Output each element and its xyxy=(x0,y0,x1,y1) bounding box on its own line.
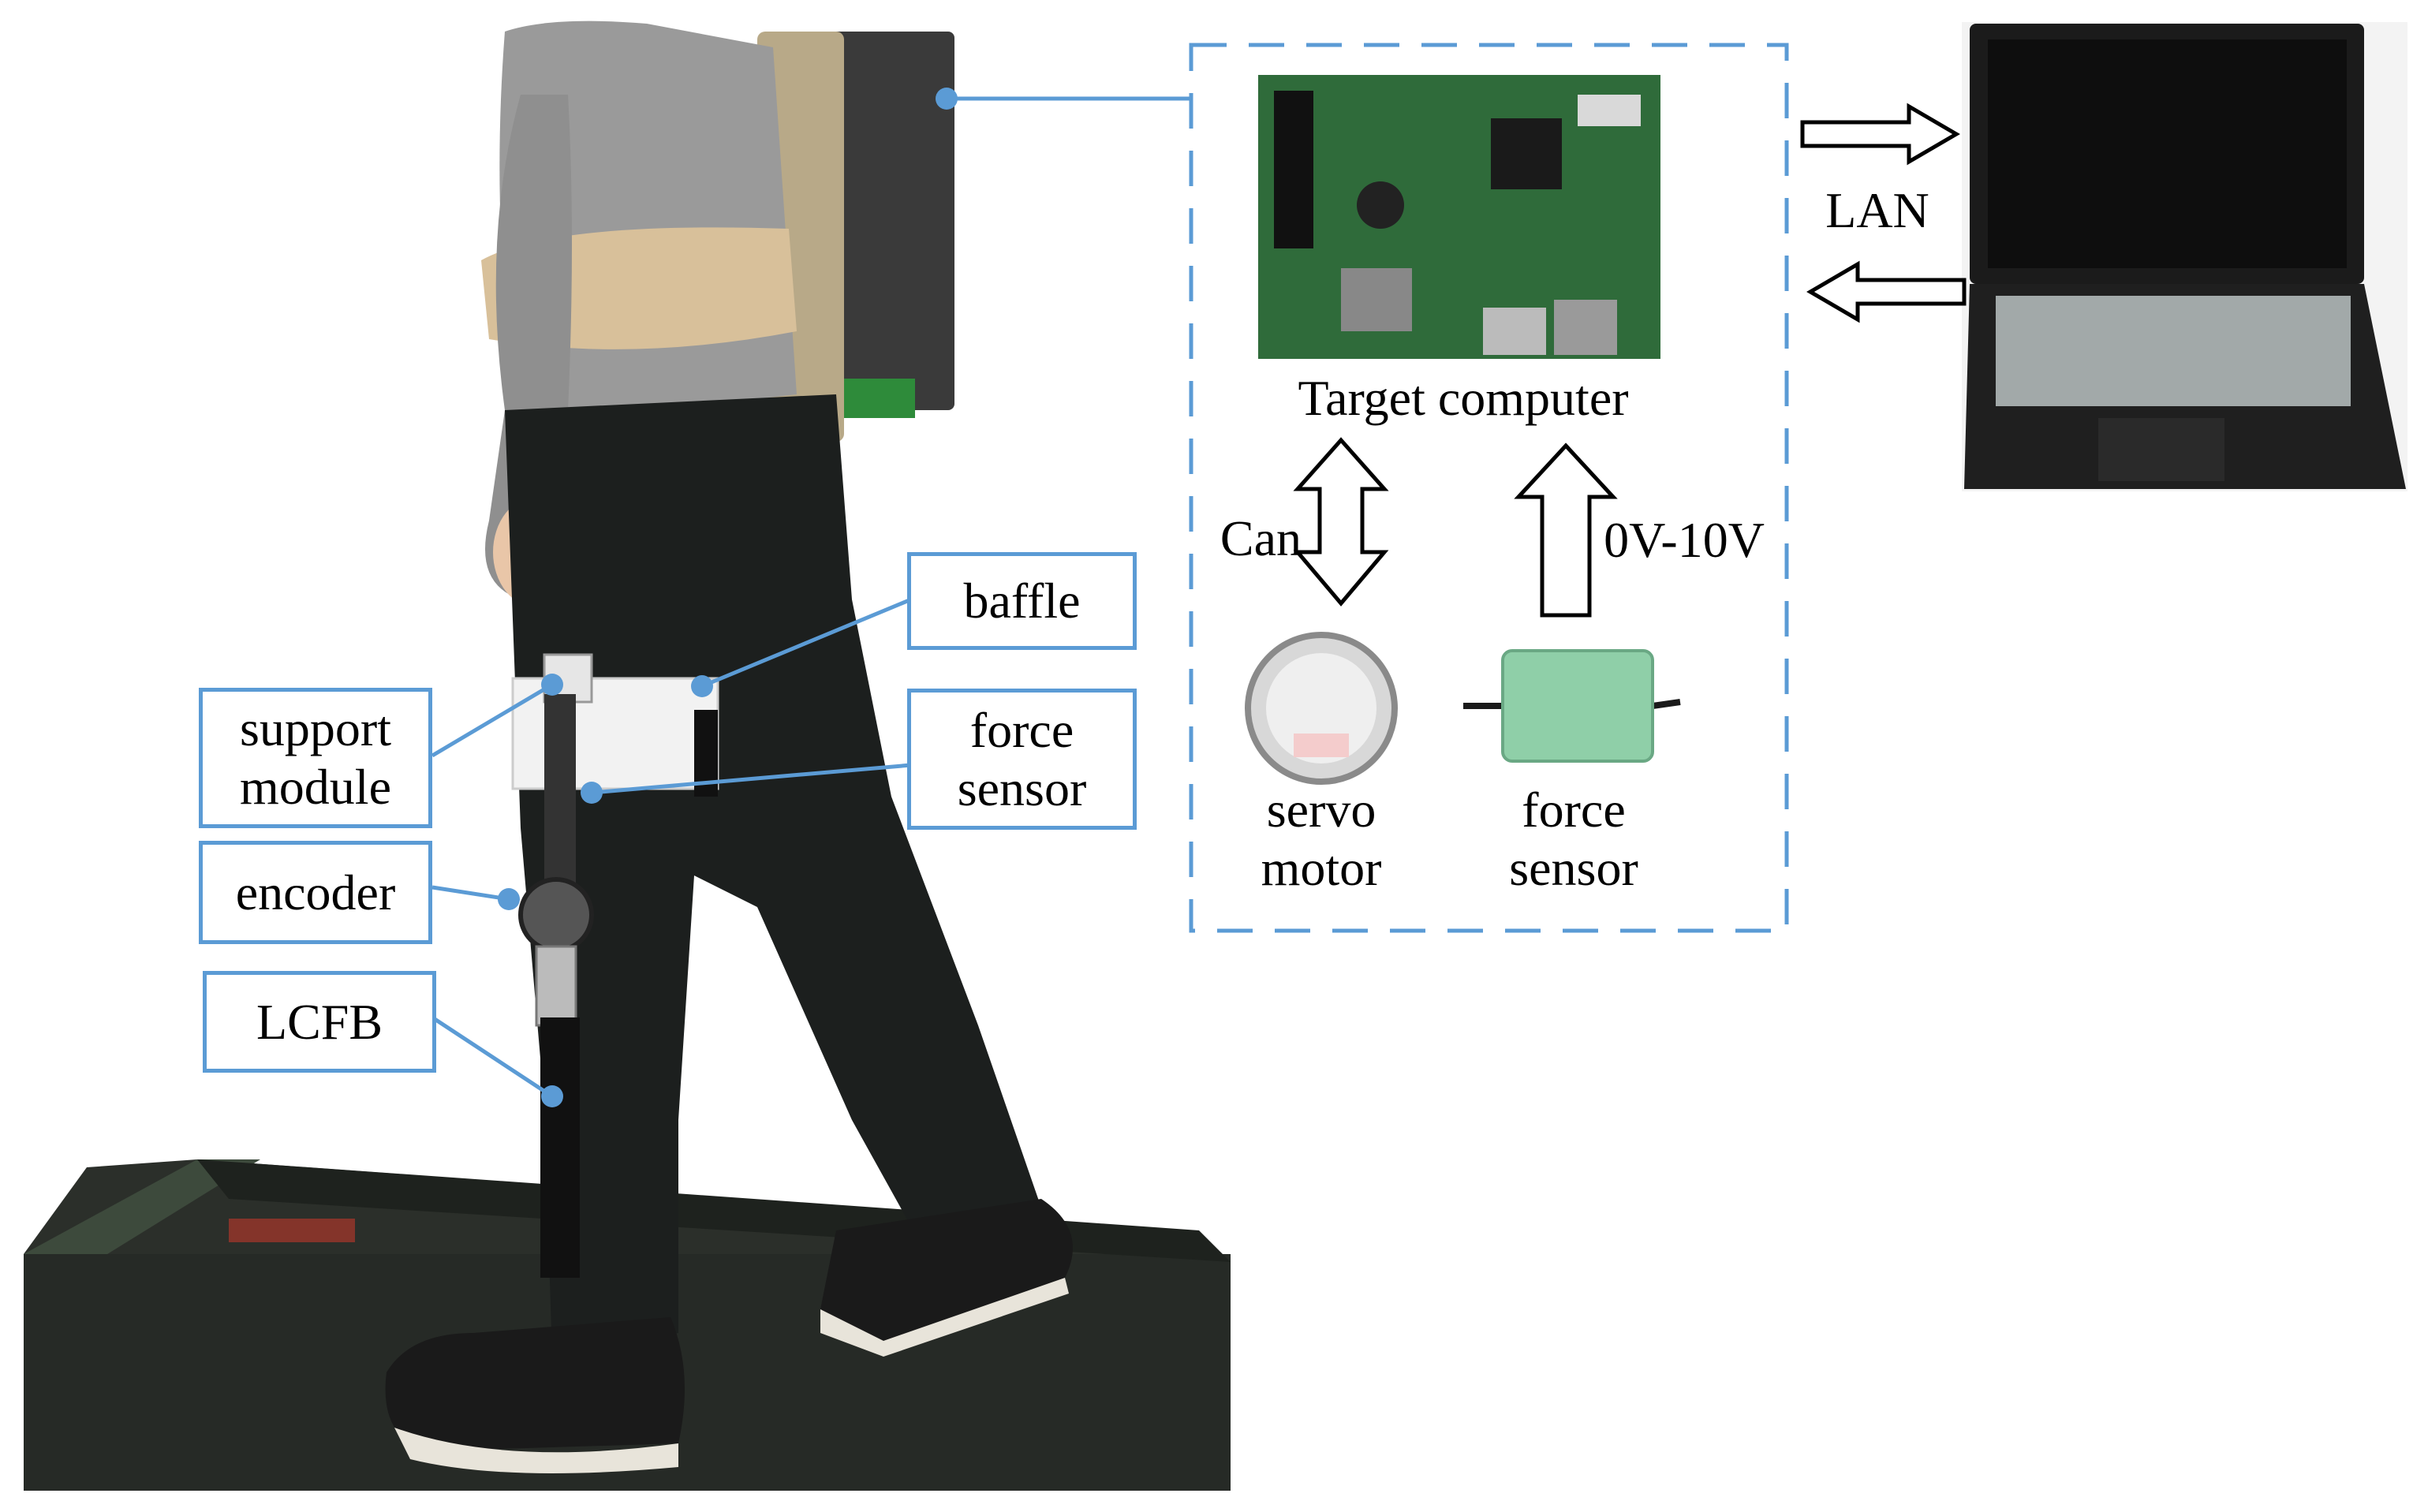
label-baffle: baffle xyxy=(907,552,1137,650)
lan-arrow-left xyxy=(1806,260,1967,323)
voltage-caption: 0V-10V xyxy=(1604,512,1765,568)
can-arrow xyxy=(1293,437,1389,607)
exoskeleton xyxy=(511,653,719,1278)
leader-lines xyxy=(431,597,912,1099)
label-support-module: support module xyxy=(199,688,432,828)
backpack-connector-dot xyxy=(936,88,958,110)
can-caption: Can xyxy=(1220,510,1302,566)
force-sensor-caption: force sensor xyxy=(1509,782,1638,896)
target-system-boundary xyxy=(1189,43,1789,933)
lan-caption: LAN xyxy=(1825,182,1929,238)
label-lcfb-text: LCFB xyxy=(256,993,383,1050)
voltage-arrow xyxy=(1514,442,1618,618)
laptop-photo xyxy=(1962,22,2407,491)
pcb-photo xyxy=(1258,75,1660,359)
servo-motor-caption: servo motor xyxy=(1261,782,1382,896)
label-support-module-text: support module xyxy=(240,700,391,815)
label-baffle-text: baffle xyxy=(963,573,1081,629)
label-lcfb: LCFB xyxy=(203,971,436,1073)
label-force-sensor-text: force sensor xyxy=(957,701,1087,816)
label-encoder-text: encoder xyxy=(235,864,396,920)
lan-arrow-right xyxy=(1800,103,1960,166)
person xyxy=(385,21,1073,1473)
force-sensor-photo xyxy=(1463,649,1681,763)
label-encoder: encoder xyxy=(199,841,432,944)
target-computer-caption: Target computer xyxy=(1298,370,1629,426)
leader-dots xyxy=(498,674,713,1107)
servo-motor-photo xyxy=(1245,632,1398,785)
label-force-sensor: force sensor xyxy=(907,689,1137,830)
